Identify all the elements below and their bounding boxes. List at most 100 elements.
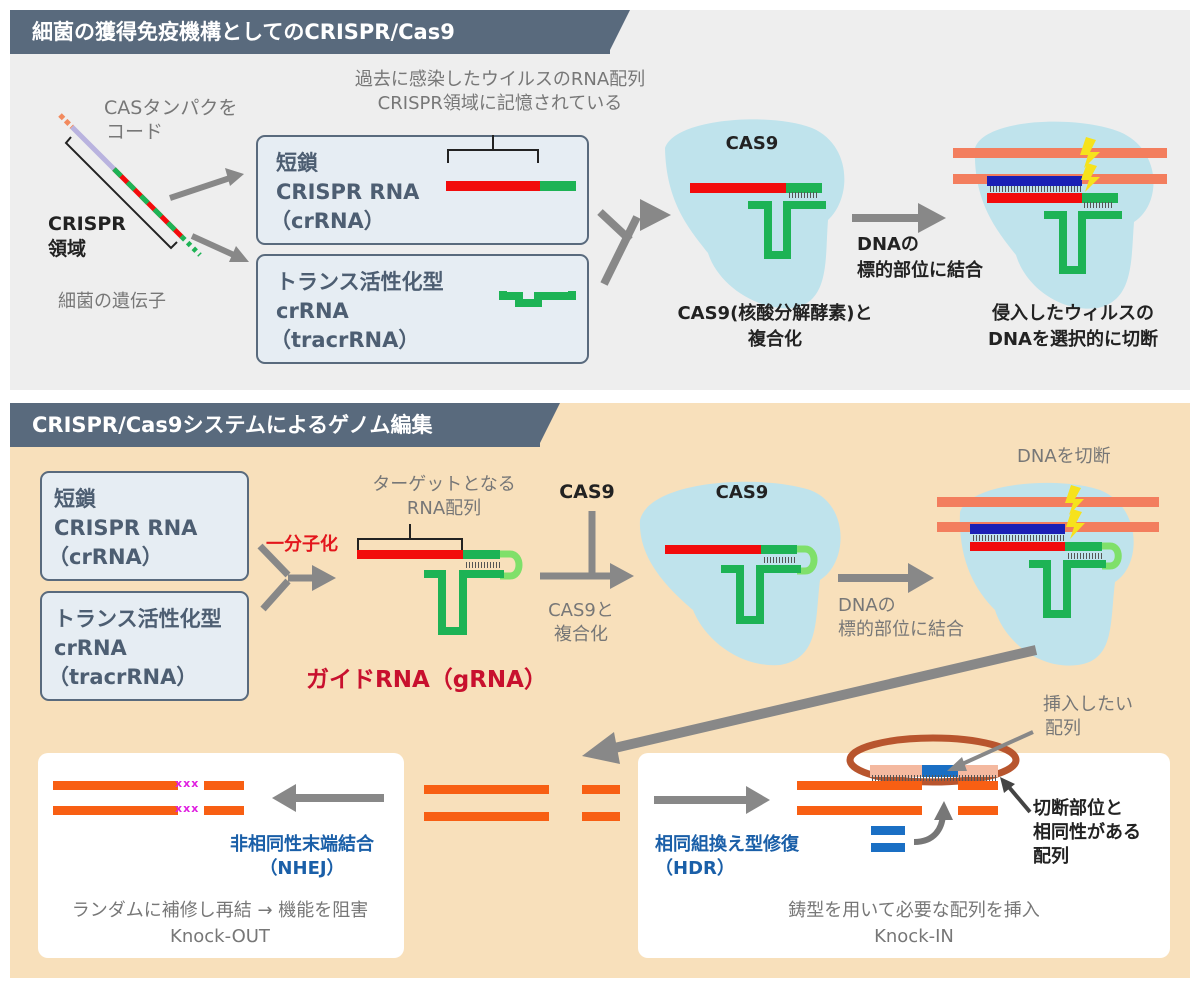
gray-arrow bbox=[272, 784, 384, 812]
nhej-caption: ランダムに補修し再結 → 機能を阻害 Knock-OUT bbox=[72, 898, 369, 950]
guide-rna-shape bbox=[357, 524, 523, 635]
cas9-join-arrow bbox=[540, 511, 634, 589]
lightning-icon bbox=[1066, 509, 1085, 539]
homology-note-line1: 切断部位と bbox=[1033, 798, 1123, 819]
cut-dna-fragments bbox=[424, 785, 620, 821]
gray-arrow bbox=[852, 203, 946, 233]
long-diagonal-arrow bbox=[582, 645, 1038, 764]
lightning-icon bbox=[1065, 485, 1084, 515]
bacterial-gene-strand bbox=[58, 113, 202, 257]
header-arrow-tip bbox=[538, 403, 560, 447]
hdr-title: 相同組換え型修復 （HDR） bbox=[655, 833, 799, 881]
crrna-box-line1: 短鎖 bbox=[54, 487, 96, 511]
bind-caption: DNAの 標的部位に結合 bbox=[838, 594, 964, 642]
crrna-box-line2: CRISPR RNA bbox=[54, 516, 198, 540]
crrna-box-line3: （crRNA） bbox=[270, 209, 385, 233]
cas-gene-line2: コード bbox=[106, 121, 164, 143]
mismatch-mark: xxx bbox=[175, 802, 200, 815]
crrna-box-line1: 短鎖 bbox=[276, 151, 318, 175]
crrna-box: 短鎖 CRISPR RNA （crRNA） bbox=[40, 471, 249, 581]
complex-caption-line2: 複合化 bbox=[748, 329, 802, 350]
cas9-complex bbox=[665, 119, 845, 309]
header-arrow-tip bbox=[608, 10, 630, 54]
tracr-box-line1: トランス活性化型 bbox=[54, 607, 222, 631]
insert-note-line1: 挿入したい bbox=[1043, 694, 1133, 715]
tracrrna-box: トランス活性化型 crRNA （tracrRNA） bbox=[40, 591, 249, 701]
mismatch-mark: xxx bbox=[175, 777, 200, 790]
complex-caption-line1: CAS9(核酸分解酵素)と bbox=[677, 303, 873, 324]
cas9-input-label: CAS9 bbox=[559, 481, 615, 503]
crrna-box-line3: （crRNA） bbox=[48, 545, 163, 569]
hdr-title-line2: （HDR） bbox=[655, 858, 735, 879]
tracrrna-shape bbox=[499, 291, 576, 307]
crrna-strand bbox=[446, 135, 576, 191]
tracr-box-line2: crRNA bbox=[276, 299, 349, 323]
cas9-label: CAS9 bbox=[715, 482, 769, 503]
insert-pointer-arrow bbox=[947, 730, 1034, 771]
memory-note-line1: 過去に感染したウイルスのRNA配列 bbox=[354, 69, 646, 90]
hdr-dna bbox=[797, 734, 1020, 852]
gray-arrow bbox=[190, 233, 249, 262]
cas9-dna-cut bbox=[953, 121, 1167, 309]
homology-pointer-arrow bbox=[1000, 777, 1032, 814]
lightning-icon bbox=[1081, 163, 1100, 192]
cas9-complex bbox=[639, 481, 841, 666]
homology-note-line2: 相同性がある bbox=[1033, 822, 1141, 843]
panel-title: 細菌の獲得免疫機構としてのCRISPR/Cas9 bbox=[32, 20, 455, 44]
cas-gene-label: CASタンパクを コード bbox=[104, 96, 237, 144]
homology-note: 切断部位と 相同性がある 配列 bbox=[1033, 797, 1141, 869]
crispr-region-line2: 領域 bbox=[48, 238, 87, 260]
guide-rna-label: ガイドRNA（gRNA） bbox=[306, 667, 547, 693]
nhej-title-line2: （NHEJ） bbox=[259, 858, 345, 879]
bind-caption-line2: 標的部位に結合 bbox=[857, 260, 983, 281]
nhej-caption-line1: ランダムに補修し再結 → 機能を阻害 bbox=[71, 900, 369, 921]
panel-header bbox=[10, 403, 540, 447]
nhej-caption-line2: Knock-OUT bbox=[170, 926, 270, 947]
insert-sequence-note: 挿入したい 配列 bbox=[1043, 693, 1133, 741]
bind-caption-line1: DNAの bbox=[838, 595, 896, 616]
complex-caption-line1: CAS9と bbox=[548, 600, 614, 621]
lightning-icon bbox=[1080, 137, 1100, 168]
cut-caption: DNAを切断 bbox=[1017, 446, 1111, 467]
homology-note-line3: 配列 bbox=[1033, 846, 1069, 867]
merge-arrow bbox=[257, 543, 336, 612]
bacterial-gene-label: 細菌の遺伝子 bbox=[58, 291, 166, 312]
merge-arrow bbox=[597, 199, 671, 286]
crispr-region-label: CRISPR 領域 bbox=[48, 212, 126, 262]
hdr-title-line1: 相同組換え型修復 bbox=[655, 834, 799, 855]
complex-caption-line2: 複合化 bbox=[553, 624, 608, 645]
panel-header bbox=[10, 10, 610, 54]
bind-caption: DNAの 標的部位に結合 bbox=[857, 232, 983, 284]
tracr-box-line2: crRNA bbox=[54, 636, 127, 660]
hdr-caption-line1: 鋳型を用いて必要な配列を挿入 bbox=[788, 900, 1040, 921]
cut-caption-line2: DNAを選択的に切断 bbox=[988, 329, 1158, 350]
crrna-box-line2: CRISPR RNA bbox=[276, 180, 420, 204]
panel-title: CRISPR/Cas9システムによるゲノム編集 bbox=[32, 413, 433, 437]
nhej-dna bbox=[53, 781, 244, 815]
cut-caption-line1: 侵入したウィルスの bbox=[992, 303, 1154, 324]
gray-arrow bbox=[169, 168, 244, 201]
target-note-line1: ターゲットとなる bbox=[372, 474, 516, 495]
complex-caption: CAS9と 複合化 bbox=[548, 599, 614, 647]
target-note-line2: RNA配列 bbox=[406, 498, 482, 519]
memory-note: 過去に感染したウイルスのRNA配列 CRISPR領域に記憶されている bbox=[355, 68, 645, 116]
tracr-box-line3: （tracrRNA） bbox=[270, 328, 420, 352]
hdr-caption-line2: Knock-IN bbox=[874, 926, 954, 947]
target-rna-note: ターゲットとなる RNA配列 bbox=[372, 473, 515, 521]
crispr-region-line1: CRISPR bbox=[48, 213, 126, 235]
cas9-dna-cut bbox=[937, 482, 1159, 666]
cas9-label: CAS9 bbox=[725, 133, 779, 154]
gray-arrow bbox=[838, 563, 934, 593]
tracr-box-line1: トランス活性化型 bbox=[276, 270, 444, 294]
nhej-title-line1: 非相同性末端結合 bbox=[230, 834, 374, 855]
cas-gene-line1: CASタンパクを bbox=[104, 97, 238, 119]
bind-caption-line1: DNAの bbox=[857, 234, 919, 255]
single-molecule-label: 一分子化 bbox=[266, 534, 338, 555]
nhej-title: 非相同性末端結合 （NHEJ） bbox=[230, 833, 374, 881]
insert-note-line2: 配列 bbox=[1045, 718, 1081, 739]
hdr-caption: 鋳型を用いて必要な配列を挿入 Knock-IN bbox=[788, 898, 1039, 950]
memory-note-line2: CRISPR領域に記憶されている bbox=[377, 93, 623, 114]
cut-caption: 侵入したウィルスの DNAを選択的に切断 bbox=[988, 301, 1158, 353]
gray-arrow bbox=[654, 786, 770, 814]
